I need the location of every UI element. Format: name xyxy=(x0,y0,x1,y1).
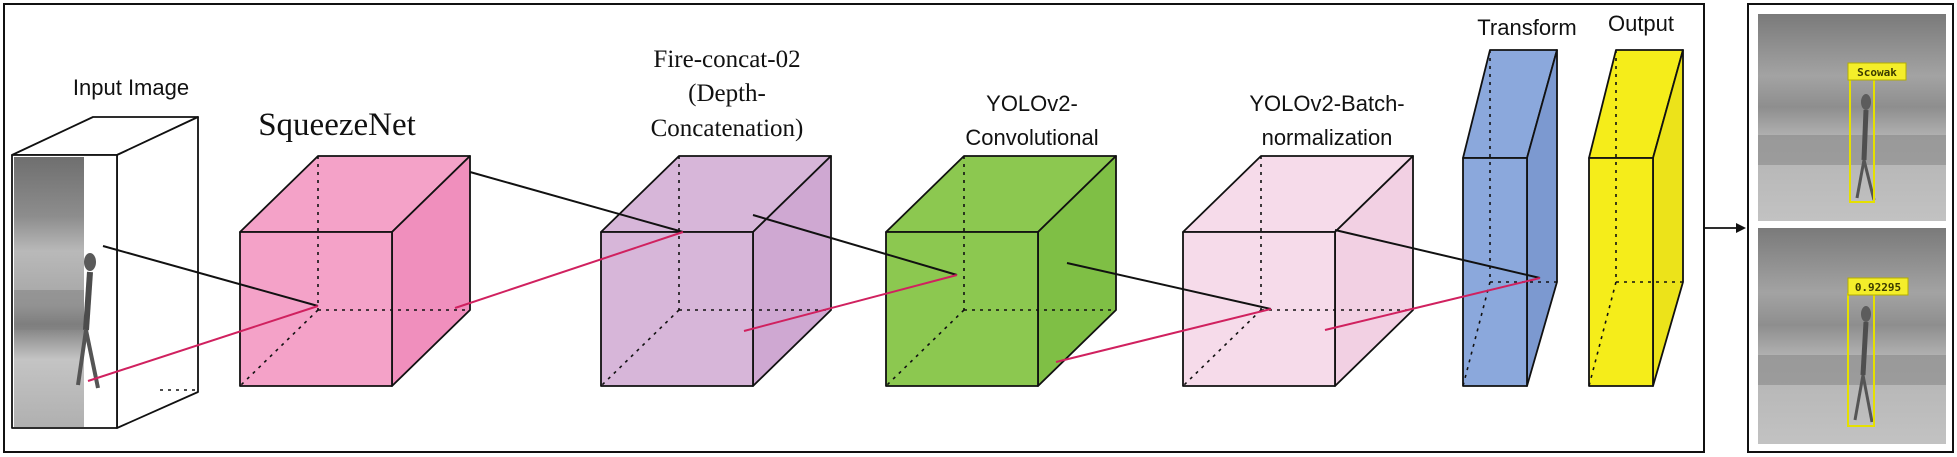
label-fire-concat-3: Concatenation) xyxy=(651,115,804,142)
label-yolo-bn-2: normalization xyxy=(1262,125,1393,150)
connector-black xyxy=(752,214,958,276)
squeezenet-cube xyxy=(239,155,471,387)
connector-lines xyxy=(87,171,1541,382)
connector-black xyxy=(102,245,319,307)
label-input-image: Input Image xyxy=(73,75,189,100)
detection-image-bottom: 0.92295 xyxy=(1758,228,1946,444)
connector-black xyxy=(469,171,684,233)
label-fire-concat-2: (Depth- xyxy=(688,80,766,107)
label-yolo-conv: YOLOv2- xyxy=(986,91,1078,116)
connector-red xyxy=(87,305,319,382)
yolo-bn-cube xyxy=(1182,155,1414,387)
connector-red xyxy=(1324,277,1541,331)
yolo-conv-cube xyxy=(885,155,1117,387)
label-fire-concat: Fire-concat-02 xyxy=(653,46,800,73)
connector-black xyxy=(1066,262,1272,310)
detection-score-top: Scowak xyxy=(1857,66,1897,79)
label-squeezenet: SqueezeNet xyxy=(258,107,416,143)
fire-concat-cube xyxy=(600,155,832,387)
connector-red xyxy=(1055,308,1272,363)
detection-score-bottom: 0.92295 xyxy=(1855,281,1901,294)
connector-black xyxy=(1334,229,1541,279)
connector-red xyxy=(454,231,684,309)
label-yolo-bn: YOLOv2-Batch- xyxy=(1249,91,1404,116)
arrow-to-detections xyxy=(1704,223,1746,233)
input-thermal-image xyxy=(14,157,100,427)
label-output: Output xyxy=(1608,11,1674,36)
output-slab xyxy=(1588,49,1684,387)
transform-slab xyxy=(1462,49,1558,387)
detection-tag-top xyxy=(1847,62,1907,81)
label-transform: Transform xyxy=(1477,15,1576,40)
label-yolo-conv-2: Convolutional xyxy=(965,125,1098,150)
detection-results-panel: Scowak 0.92295 xyxy=(1747,3,1954,453)
input-image-block xyxy=(11,116,199,429)
connector-red xyxy=(743,274,958,332)
detection-image-top: Scowak xyxy=(1758,14,1946,221)
detection-tag-bottom xyxy=(1847,277,1909,296)
